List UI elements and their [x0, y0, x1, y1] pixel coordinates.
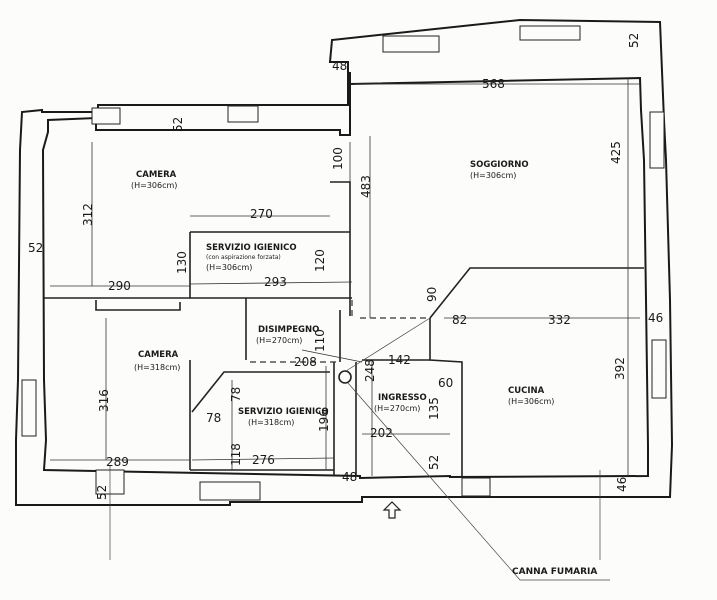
- room-ingresso-height: (H=270cm): [374, 404, 420, 413]
- door-openings: [250, 300, 430, 363]
- windows: [21, 25, 667, 501]
- room-soggiorno-name: SOGGIORNO: [470, 160, 529, 170]
- room-disimpegno-name: DISIMPEGNO: [258, 325, 319, 335]
- dim-90: 90: [425, 287, 439, 302]
- dim-483: 483: [359, 175, 373, 198]
- room-camera-top-height: (H=306cm): [131, 181, 177, 190]
- room-servizio-bottom-name: SERVIZIO IGIENICO: [238, 407, 329, 417]
- dim-52-ingresso: 52: [427, 455, 441, 470]
- room-servizio-top-note: (con aspirazione forzata): [206, 254, 281, 261]
- room-cucina-height: (H=306cm): [508, 397, 554, 406]
- room-camera-bottom-height: (H=318cm): [134, 363, 180, 372]
- dim-196: 196: [317, 409, 331, 432]
- dim-289: 289: [106, 455, 129, 469]
- dimension-values: 568 48 52 52 52 312 100 483 425 270 130 …: [28, 33, 663, 500]
- chimney-flue: CANNA FUMARIA: [338, 317, 610, 581]
- room-soggiorno-height: (H=306cm): [470, 171, 516, 180]
- room-camera-bottom-name: CAMERA: [138, 350, 179, 360]
- dim-82: 82: [452, 313, 467, 327]
- dim-290: 290: [108, 279, 131, 293]
- dim-332: 332: [548, 313, 571, 327]
- dim-46-right: 46: [648, 311, 663, 325]
- room-disimpegno-height: (H=270cm): [256, 336, 302, 345]
- dim-270: 270: [250, 207, 273, 221]
- dim-78-left: 78: [206, 411, 221, 425]
- outer-walls: [15, 18, 674, 506]
- dim-425: 425: [609, 141, 623, 164]
- dim-60: 60: [438, 376, 453, 390]
- dim-293: 293: [264, 275, 287, 289]
- room-servizio-bottom-height: (H=318cm): [248, 418, 294, 427]
- dim-78-top: 78: [229, 387, 243, 402]
- dim-208: 208: [294, 355, 317, 369]
- dim-52-top-window: 52: [171, 117, 185, 132]
- dim-276: 276: [252, 453, 275, 467]
- dim-568: 568: [482, 77, 505, 91]
- dim-48-top: 48: [332, 59, 347, 73]
- dimension-lines: [50, 78, 640, 560]
- dim-202: 202: [370, 426, 393, 440]
- dim-110: 110: [313, 329, 327, 352]
- dim-120: 120: [313, 249, 327, 272]
- dim-52-left: 52: [28, 241, 43, 255]
- room-ingresso-name: INGRESSO: [378, 393, 427, 403]
- dim-48-bottom: 48: [342, 470, 357, 484]
- dim-130: 130: [175, 251, 189, 274]
- dim-316: 316: [97, 389, 111, 412]
- dim-142: 142: [388, 353, 411, 367]
- room-servizio-top-name: SERVIZIO IGIENICO: [206, 243, 297, 253]
- entrance-arrow-icon: [382, 501, 402, 519]
- dim-100: 100: [331, 147, 345, 170]
- dim-52-bottom: 52: [95, 485, 109, 500]
- room-labels: CAMERA (H=306cm) SOGGIORNO (H=306cm) SER…: [131, 160, 554, 427]
- room-camera-top-name: CAMERA: [136, 170, 177, 180]
- interior-walls: [44, 181, 644, 476]
- dim-392: 392: [613, 357, 627, 380]
- dim-248: 248: [363, 359, 377, 382]
- dim-135: 135: [427, 397, 441, 420]
- dim-46-bottom: 46: [615, 477, 629, 492]
- room-servizio-top-height: (H=306cm): [206, 263, 252, 272]
- dim-312: 312: [81, 203, 95, 226]
- dim-52-top-right: 52: [627, 33, 641, 48]
- chimney-label: CANNA FUMARIA: [512, 567, 597, 577]
- room-cucina-name: CUCINA: [508, 386, 545, 396]
- dim-118: 118: [229, 443, 243, 466]
